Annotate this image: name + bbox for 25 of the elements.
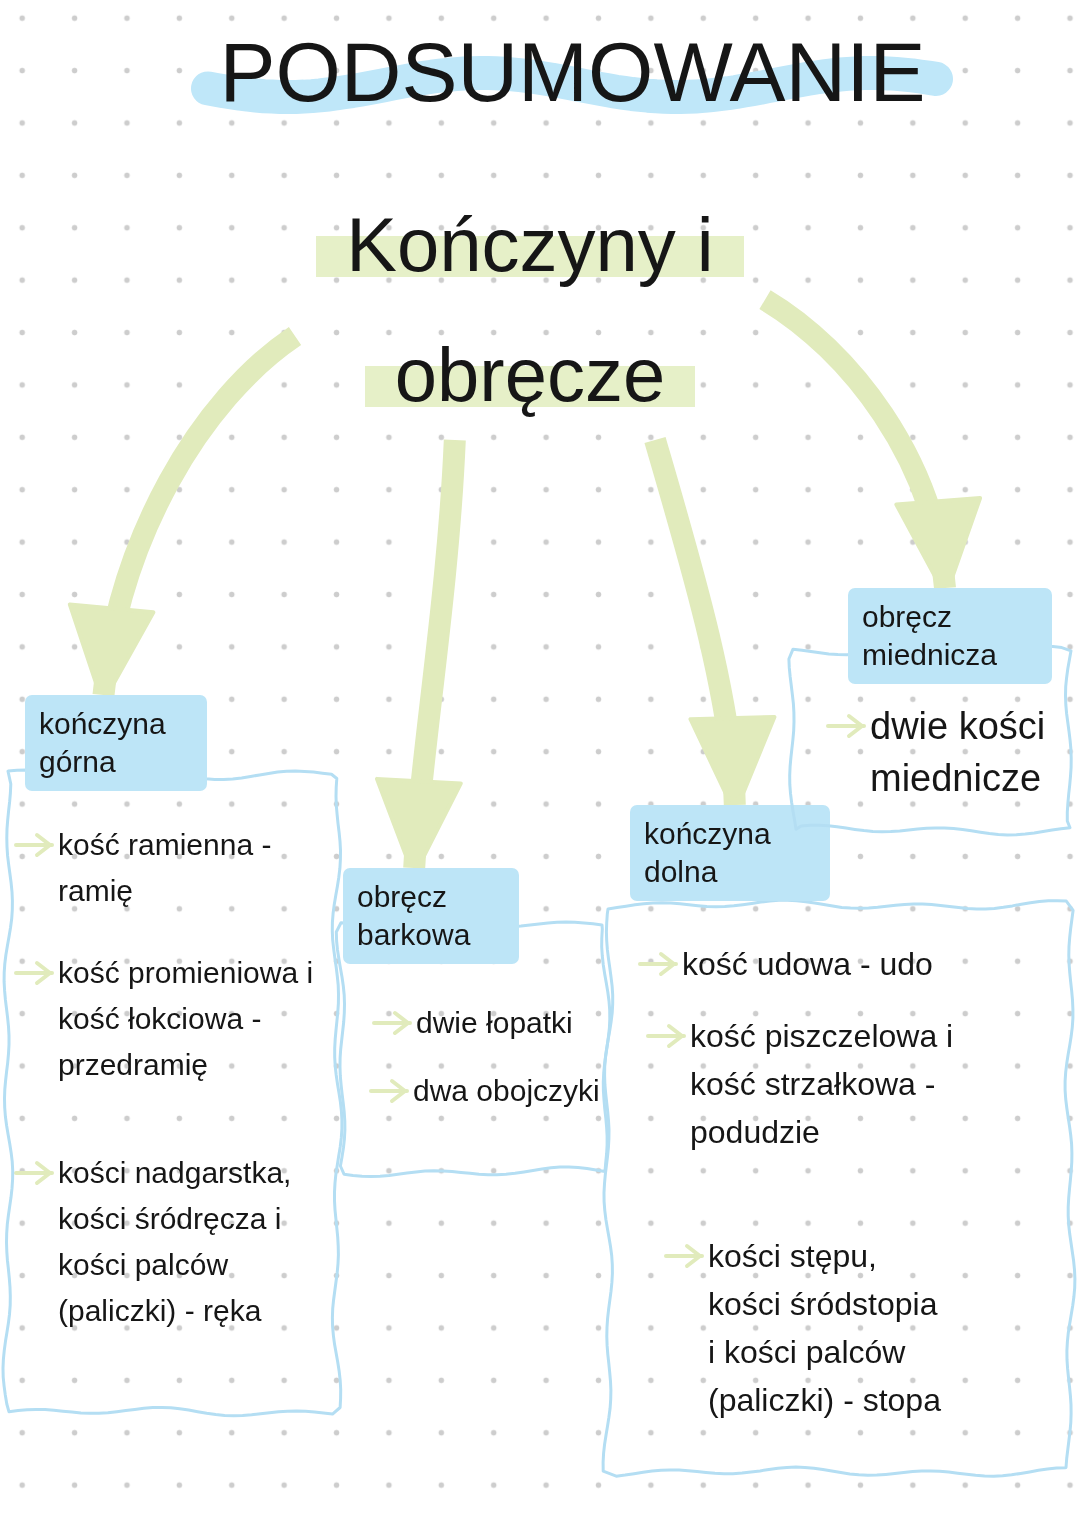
arrow: [369, 1079, 409, 1103]
arrow: [14, 833, 54, 857]
list-item-text: kość ramienna - ramię: [52, 822, 332, 914]
list-item-text: kość promieniowa i kość łokciowa - przedramię: [52, 950, 332, 1088]
list-item-text: kość piszczelowa i kość strzałkowa - podudzie: [684, 1012, 1020, 1156]
list-item-text: kość udowa - udo: [676, 940, 1056, 988]
arrow: [826, 714, 866, 738]
arrow: [14, 961, 54, 985]
arrow: [372, 1011, 412, 1035]
section-heading: obręcz miednicza: [848, 588, 1052, 684]
section-outline: [600, 805, 1078, 1480]
arrow: [14, 1161, 54, 1185]
arrow: [664, 1244, 704, 1268]
list-item-text: kości nadgarstka, kości śródręcza i kości palców (paliczki) - ręka: [52, 1150, 332, 1334]
section-heading: kończyna dolna: [630, 805, 830, 901]
list-item-text: dwa obojczyki: [407, 1068, 607, 1114]
arrow: [646, 1024, 686, 1048]
list-item-text: kości stępu, kości śródstopia i kości palców (paliczki) - stopa: [702, 1232, 950, 1424]
section-heading: obręcz barkowa: [343, 868, 519, 964]
section-outline: [333, 868, 613, 1180]
page-title: PODSUMOWANIE: [190, 15, 955, 130]
arrow: [638, 952, 678, 976]
section-heading: kończyna górna: [25, 695, 207, 791]
section-outline: [0, 695, 345, 1420]
list-item-text: dwie łopatki: [410, 1000, 606, 1046]
